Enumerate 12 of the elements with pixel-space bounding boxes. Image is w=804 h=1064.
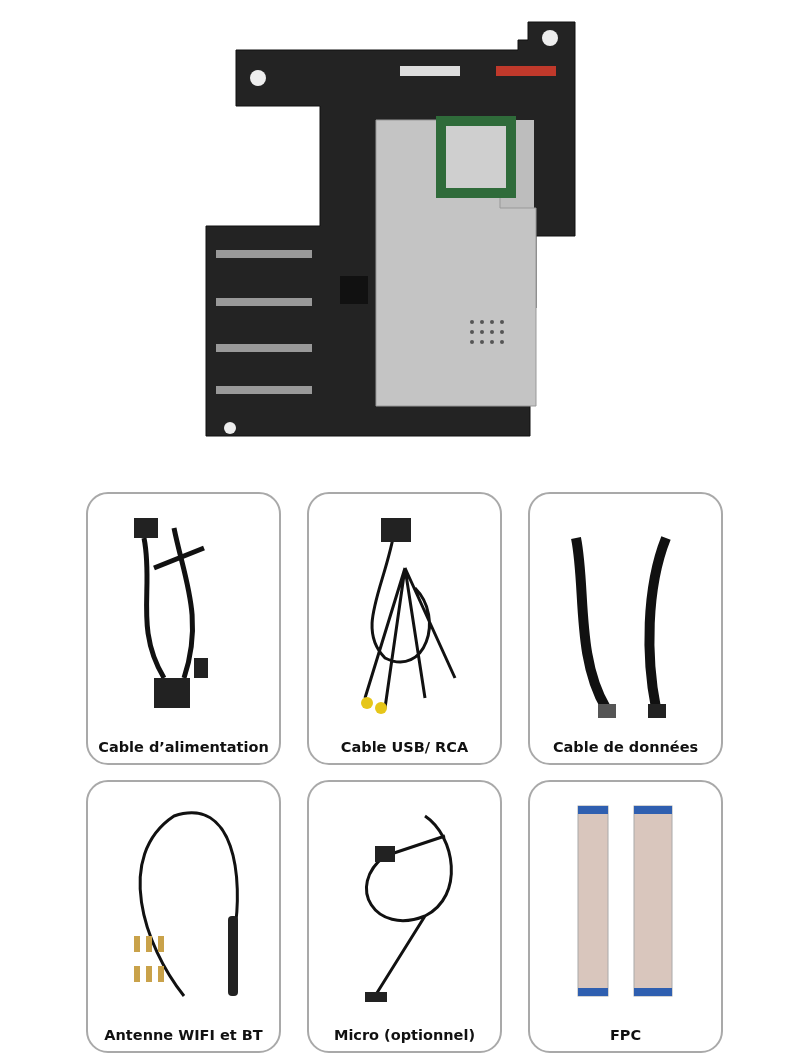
- product-card: [86, 492, 281, 765]
- product-card: [528, 780, 723, 1053]
- product-card: [307, 492, 502, 765]
- product-caption: Antenne WIFI et BT: [103, 1027, 264, 1043]
- product-card: [528, 492, 723, 765]
- product-caption: Cable d’alimentation: [97, 739, 270, 755]
- product-card: [307, 780, 502, 1053]
- product-caption: Cable de données: [551, 739, 700, 755]
- product-caption: FPC: [608, 1027, 643, 1043]
- product-caption: Micro (optionnel): [332, 1027, 477, 1043]
- product-card: [86, 780, 281, 1053]
- product-caption: Cable USB/ RCA: [339, 739, 470, 755]
